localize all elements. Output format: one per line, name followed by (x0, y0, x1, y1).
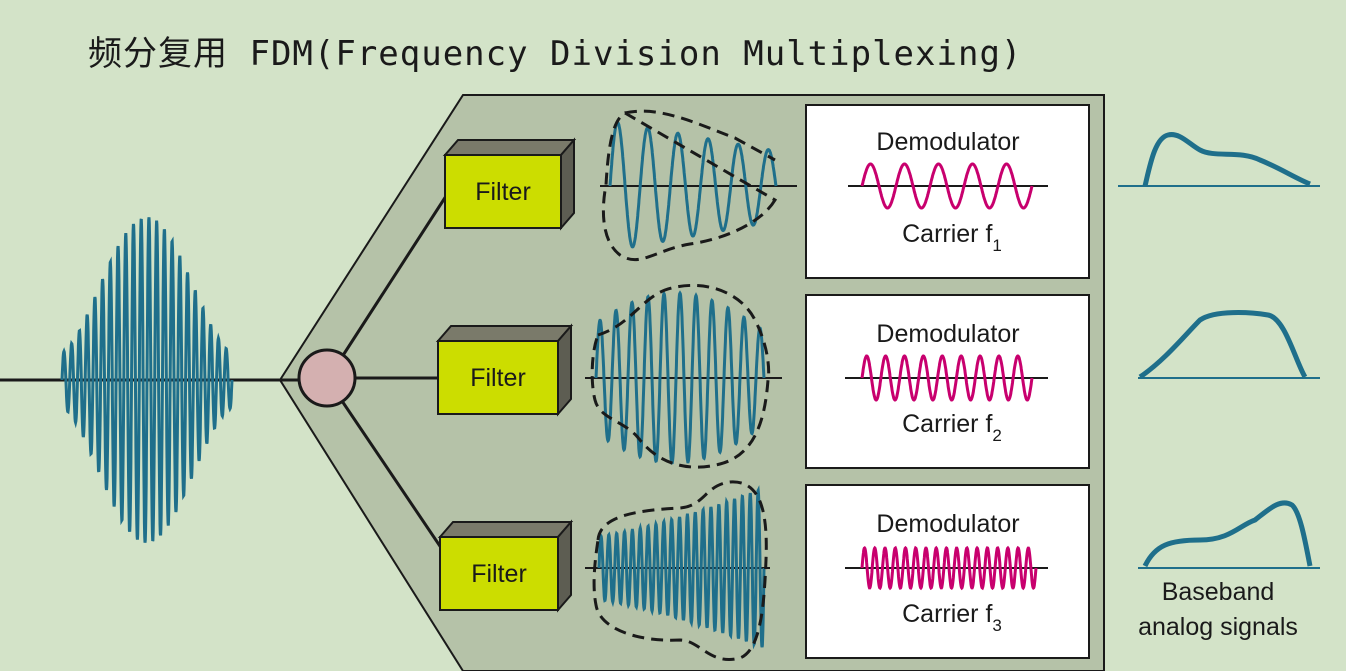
filtered-signal-1 (600, 109, 797, 261)
filter-box-1: Filter (442, 137, 577, 231)
demodulator-label-3: Demodulator (876, 510, 1019, 538)
carrier-wave-1 (860, 162, 1034, 210)
filtered-wave-3 (597, 485, 766, 650)
demodulator-label-1: Demodulator (876, 128, 1019, 156)
carrier-label-2: Carrier f2 (902, 410, 1002, 445)
filtered-signal-2 (585, 283, 782, 469)
filtered-wave-2 (594, 290, 766, 465)
filtered-wave-1 (608, 120, 778, 249)
filter-label-1: Filter (475, 178, 531, 206)
carrier-label-1: Carrier f1 (902, 220, 1002, 255)
composite-signal-wave (60, 217, 234, 543)
demodulator-label-2: Demodulator (876, 320, 1019, 348)
baseband-caption-line-2: analog signals (1138, 613, 1298, 641)
branch-line-1 (338, 192, 450, 361)
filtered-signal-3 (585, 480, 770, 661)
carrier-label-3: Carrier f3 (902, 600, 1002, 635)
demodulator-box-3: Demodulator Carrier f3 (805, 484, 1090, 659)
filter-box-2: Filter (435, 323, 574, 417)
page-title: 频分复用 FDM(Frequency Division Multiplexing… (88, 34, 1023, 74)
carrier-wave-2 (860, 354, 1034, 402)
carrier-wave-3 (860, 545, 1038, 591)
baseband-caption-line-1: Baseband (1162, 578, 1275, 606)
baseband-signal-3 (1138, 500, 1320, 569)
filter-label-2: Filter (470, 364, 526, 392)
demodulator-box-2: Demodulator Carrier f2 (805, 294, 1090, 469)
splitter-node (297, 348, 357, 408)
filter-label-3: Filter (471, 560, 527, 588)
branch-line-3 (338, 397, 450, 559)
envelope-1 (601, 109, 778, 261)
baseband-signal-1 (1118, 132, 1320, 187)
demodulator-box-1: Demodulator Carrier f1 (805, 104, 1090, 279)
baseband-signal-2 (1138, 310, 1320, 380)
envelope-3 (592, 480, 768, 661)
filter-box-3: Filter (437, 519, 574, 613)
